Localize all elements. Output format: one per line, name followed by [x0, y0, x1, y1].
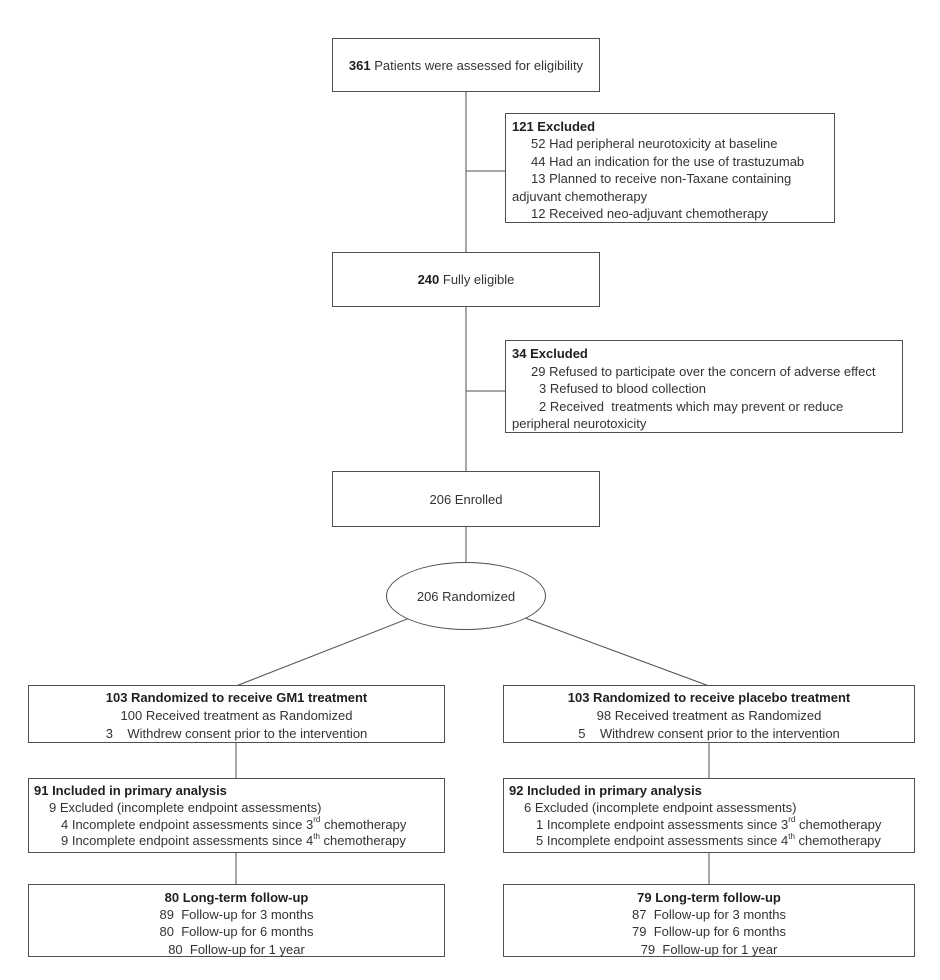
text-line: 29 Refused to participate over the conce…	[531, 363, 876, 379]
assessed-box: 361 Patients were assessed for eligibili…	[332, 38, 600, 92]
gm1-allocation-box: 103 Randomized to receive GM1 treatment 1…	[28, 685, 445, 743]
text-line: 91 Included in primary analysis	[34, 783, 227, 798]
placebo-followup-box: 79 Long-term follow-up 87 Follow-up for 3…	[503, 884, 915, 957]
text-line: 12 Received neo-adjuvant chemotherapy	[531, 206, 769, 222]
text-line: 34 Excluded	[512, 346, 588, 361]
text-line: 1 Incomplete endpoint assessments since …	[536, 815, 882, 832]
text-line: 361 Patients were assessed for eligibili…	[348, 57, 584, 73]
gm1-followup-box: 80 Long-term follow-up 89 Follow-up for 3…	[28, 884, 445, 957]
text-line: 206 Enrolled	[429, 491, 503, 507]
text-line: 5 Incomplete endpoint assessments since …	[536, 831, 881, 849]
text-line: 79 Follow-up for 1 year	[640, 941, 778, 957]
text-line: 3 Withdrew consent prior to the interven…	[105, 726, 368, 741]
text-line: 79 Long-term follow-up	[637, 890, 781, 905]
text-line: 206 Randomized	[416, 588, 516, 604]
text-line: 4 Incomplete endpoint assessments since …	[61, 815, 407, 832]
text-line: 44 Had an indication for the use of tras…	[531, 153, 805, 169]
text-line: 89 Follow-up for 3 months	[159, 907, 314, 923]
text-line: 98 Received treatment as Randomized	[596, 708, 822, 723]
excluded-eligibility-box: 34 Excluded 29 Refused to participate ove…	[505, 340, 903, 433]
text-line: 9 Excluded (incomplete endpoint assessme…	[49, 799, 322, 815]
text-line: 52 Had peripheral neurotoxicity at basel…	[531, 136, 778, 152]
enrolled-box: 206 Enrolled	[332, 471, 600, 527]
text-line: 6 Excluded (incomplete endpoint assessme…	[524, 799, 797, 815]
text-line: 80 Follow-up for 6 months	[159, 924, 314, 940]
placebo-allocation-box: 103 Randomized to receive placebo treatm…	[503, 685, 915, 743]
text-line: 9 Incomplete endpoint assessments since …	[61, 831, 406, 849]
text-line: peripheral neurotoxicity	[512, 416, 647, 431]
text-line: 240 Fully eligible	[417, 272, 515, 287]
text-line: 103 Randomized to receive placebo treatm…	[567, 690, 851, 705]
text-line: 121 Excluded	[512, 119, 596, 134]
text-line: 103 Randomized to receive GM1 treatment	[105, 690, 368, 705]
text-line: 80 Follow-up for 1 year	[168, 941, 305, 957]
text-line: 13 Planned to receive non-Taxane contain…	[531, 171, 792, 187]
fully-eligible-box: 240 Fully eligible	[332, 252, 600, 307]
text-line: 87 Follow-up for 3 months	[632, 907, 786, 923]
excluded-screening-box: 121 Excluded 52 Had peripheral neurotoxic…	[505, 113, 835, 223]
text-line: 3 Refused to blood collection	[539, 381, 706, 396]
text-line: 5 Withdrew consent prior to the interven…	[578, 726, 840, 741]
randomized-ellipse: 206 Randomized	[386, 562, 546, 630]
text-line: 79 Follow-up for 6 months	[632, 924, 786, 940]
text-line: 92 Included in primary analysis	[509, 783, 702, 798]
text-line: 2 Received treatments which may prevent …	[539, 398, 844, 414]
text-line: 80 Long-term follow-up	[164, 890, 309, 905]
text-line: adjuvant chemotherapy	[512, 188, 648, 204]
text-line: 100 Received treatment as Randomized	[120, 708, 353, 723]
